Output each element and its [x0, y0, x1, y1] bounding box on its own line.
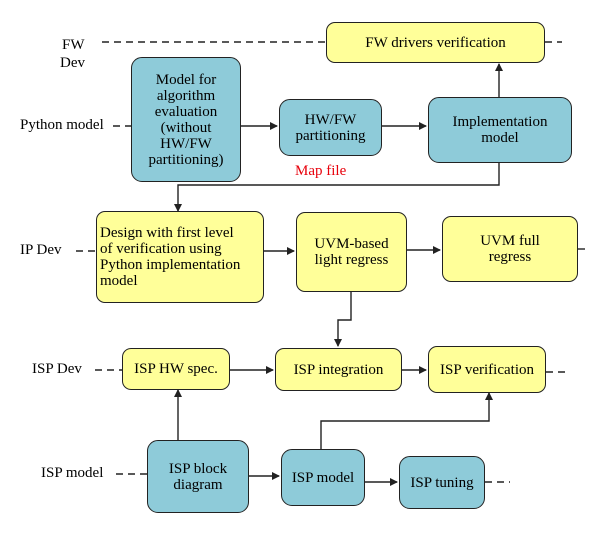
uvm-full-regress-box: UVM full regress [442, 216, 578, 282]
arrow-light-regress-to-integration [334, 292, 352, 347]
isp-block-diagram-box: ISP block diagram [147, 440, 249, 513]
hw-fw-partitioning-box: HW/FW partitioning [279, 99, 382, 156]
isp-integration-box: ISP integration [275, 348, 402, 391]
isp-tuning-box: ISP tuning [399, 456, 485, 509]
arrow-map-file-to-design [174, 163, 500, 212]
lane-label-isp-model: ISP model [41, 465, 104, 481]
lane-label-python-model: Python model [20, 117, 104, 133]
design-first-level-verification-box: Design with first level of verification … [96, 211, 264, 303]
implementation-model-box: Implementation model [428, 97, 572, 163]
uvm-light-regress-box: UVM-based light regress [296, 212, 407, 292]
isp-hw-spec-box: ISP HW spec. [122, 348, 230, 390]
lane-label-fw-dev: Dev [60, 55, 85, 71]
lane-label-fw: FW [62, 37, 85, 53]
isp-model-box: ISP model [281, 449, 365, 506]
lane-label-ip-dev: IP Dev [20, 242, 62, 258]
fw-drivers-verification-box: FW drivers verification [326, 22, 545, 63]
arrow-isp-model-to-verification [320, 392, 493, 449]
lane-label-isp-dev: ISP Dev [32, 361, 82, 377]
map-file-label: Map file [295, 163, 347, 179]
model-algorithm-evaluation-box: Model for algorithm evaluation (without … [131, 57, 241, 182]
isp-verification-box: ISP verification [428, 346, 546, 393]
lane-guides [76, 41, 590, 483]
